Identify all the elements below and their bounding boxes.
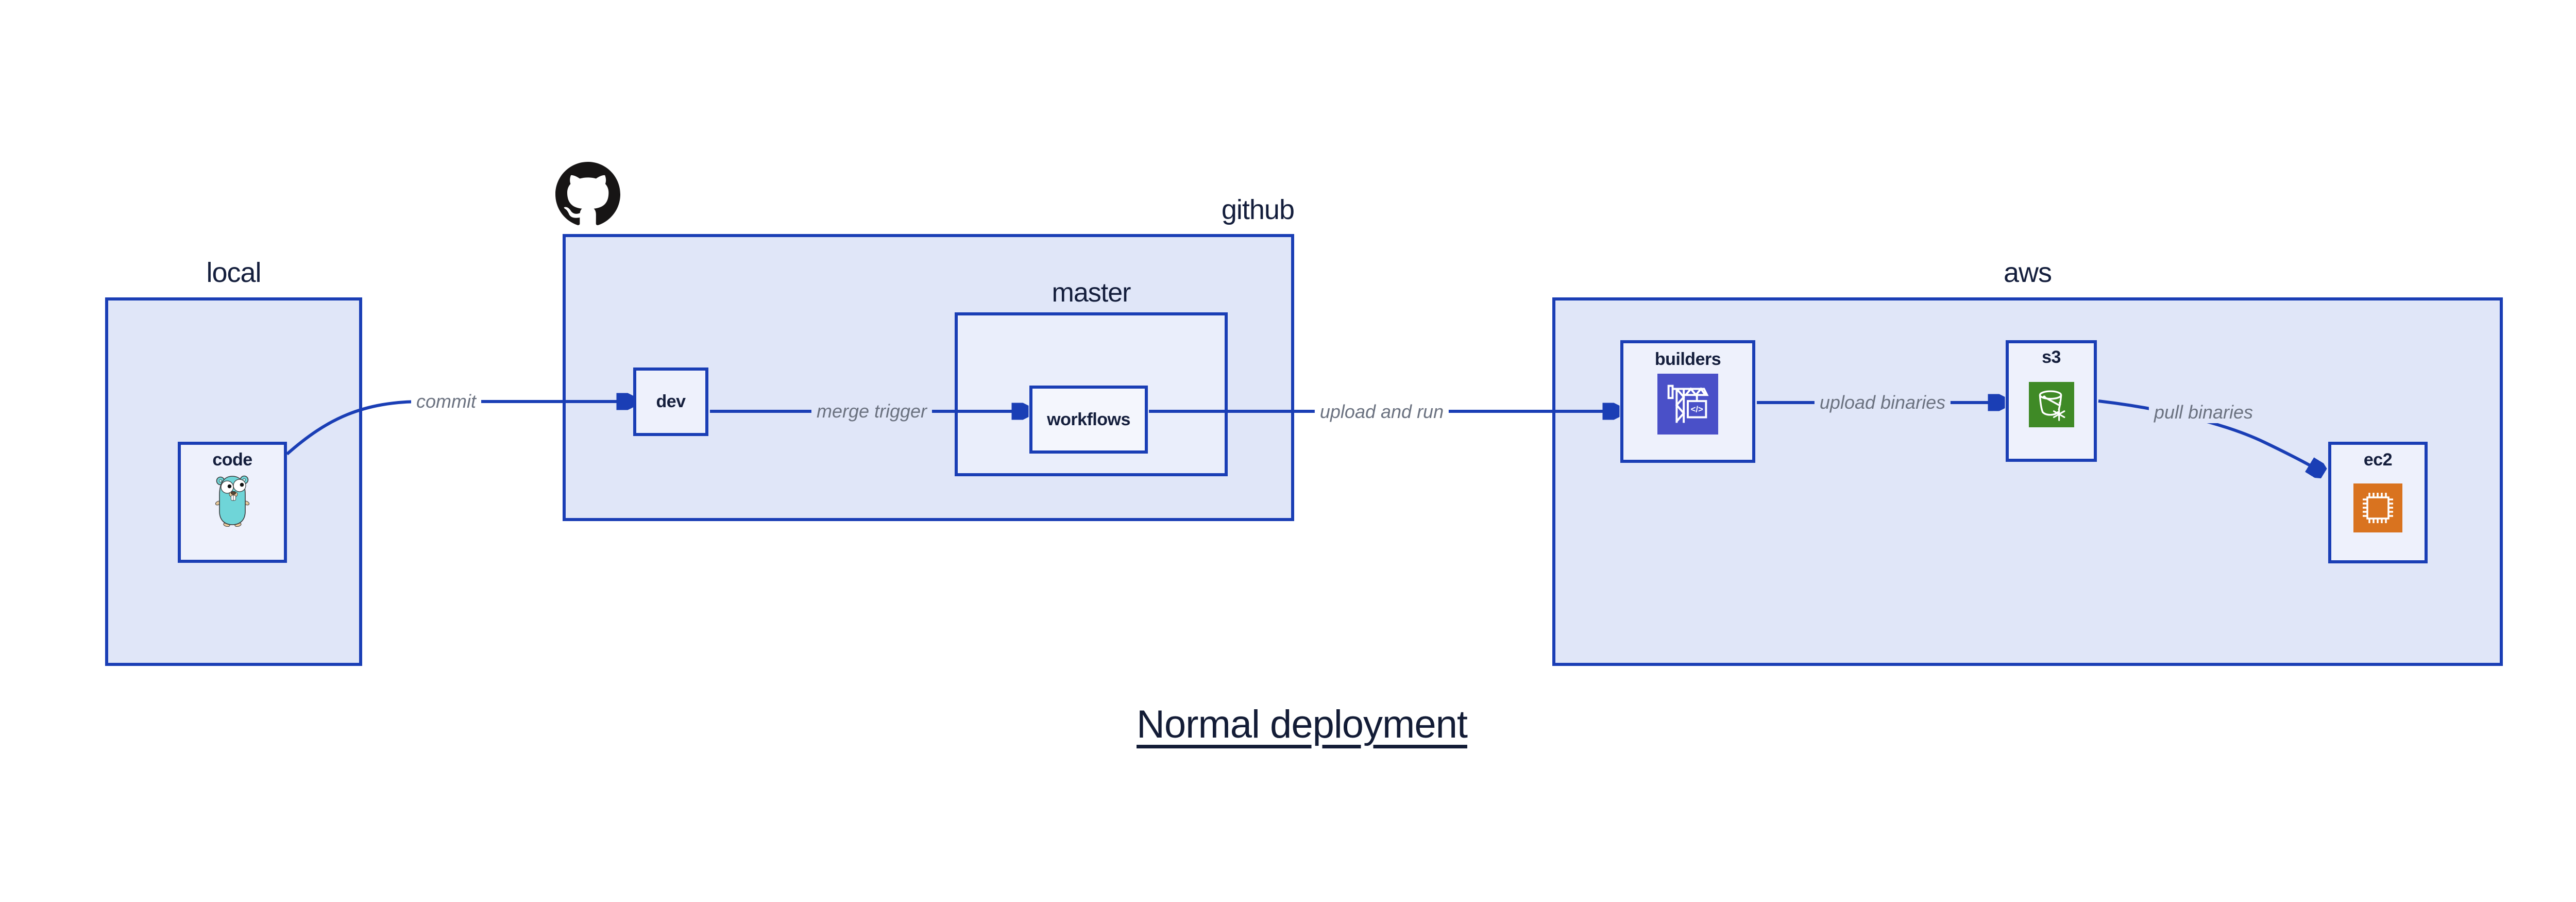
node-ec2-label: ec2 [2363,450,2393,470]
svg-text:</>: </> [1691,405,1703,414]
node-ec2: ec2 [2328,442,2428,563]
edge-label-commit: commit [411,391,481,412]
node-code: code [178,442,287,563]
node-builders-label: builders [1654,349,1721,369]
node-s3-label: s3 [2042,347,2061,367]
diagram-title: Normal deployment [0,702,2576,747]
github-octocat-icon [555,162,620,229]
aws-ec2-icon [2353,483,2402,535]
node-code-label: code [212,450,252,470]
node-s3: s3 [2006,340,2097,462]
node-builders: builders </> [1620,340,1755,463]
aws-s3-glacier-icon [2028,382,2074,430]
edge-label-merge-trigger: merge trigger [811,400,933,422]
local-label: local [206,257,261,288]
edge-label-upload-and-run: upload and run [1314,401,1449,423]
go-gopher-icon [214,473,251,529]
edge-commit [286,402,632,456]
aws-codebuild-icon: </> [1657,374,1718,437]
github-label: github [1221,194,1295,225]
edge-pull-binaries [2098,399,2323,473]
node-workflows-label: workflows [1047,409,1130,429]
edge-label-pull-binaries: pull binaries [2148,402,2259,423]
node-workflows: workflows [1029,386,1148,454]
node-dev: dev [633,368,708,436]
node-dev-label: dev [656,392,686,411]
diagram-title-text: Normal deployment [1137,703,1468,746]
edge-label-upload-binaries: upload binaries [1814,392,1951,413]
aws-label: aws [2003,257,2052,288]
master-label: master [1052,278,1131,308]
